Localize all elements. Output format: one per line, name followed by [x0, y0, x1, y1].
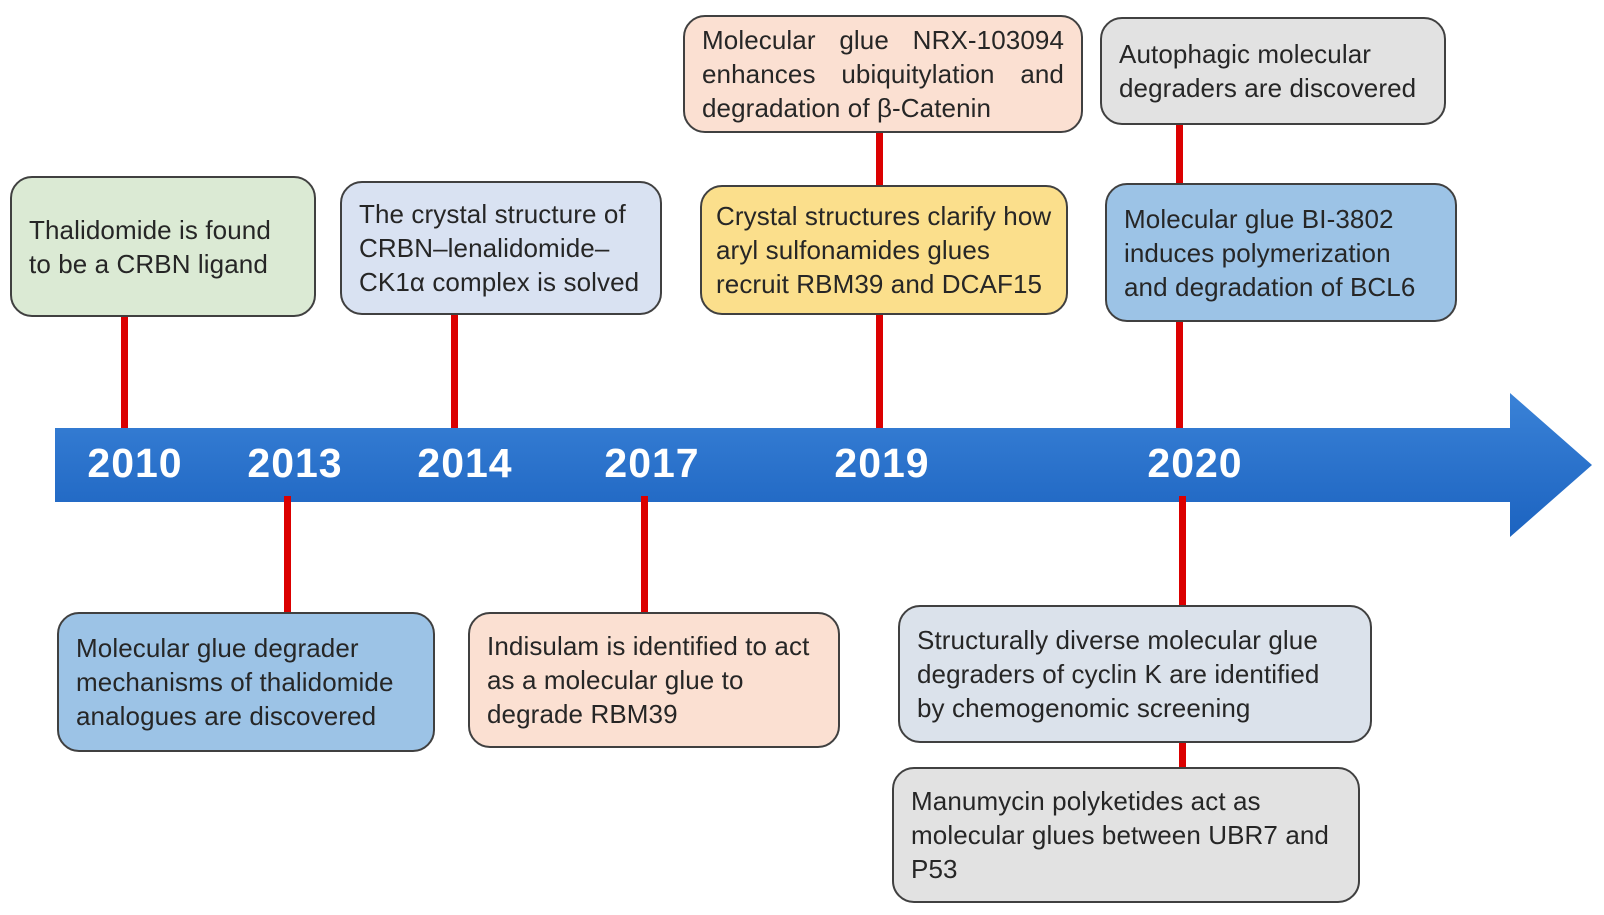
- event-box-aryl-sulfonamides-rbm39-dcaf15: Crystal structures clarify how aryl sulf…: [700, 185, 1068, 315]
- year-label-2017: 2017: [604, 440, 700, 486]
- event-text: Indisulam is identified to act as a mole…: [487, 631, 810, 729]
- event-box-bi-3802-bcl6: Molecular glue BI-3802 induces polymeriz…: [1105, 183, 1457, 322]
- event-text: Manumycin polyketides act as molecular g…: [911, 786, 1329, 884]
- connector-2019-upper: [876, 130, 883, 187]
- event-text: Autophagic molecular degraders are disco…: [1119, 39, 1417, 103]
- event-box-autophagic-degraders: Autophagic molecular degraders are disco…: [1100, 17, 1446, 125]
- connector-2013: [284, 496, 291, 613]
- event-box-indisulam-rbm39: Indisulam is identified to act as a mole…: [468, 612, 840, 748]
- year-label-2010: 2010: [87, 440, 183, 486]
- event-box-thalidomide-crbn-ligand: Thalidomide is found to be a CRBN ligand: [10, 176, 316, 317]
- year-label-2013: 2013: [247, 440, 343, 486]
- event-text: Molecular glue degrader mechanisms of th…: [76, 633, 394, 731]
- event-text: The crystal structure of CRBN–lenalidomi…: [359, 199, 640, 297]
- event-text: Structurally diverse molecular glue degr…: [917, 625, 1320, 723]
- connector-2019-lower: [876, 315, 883, 428]
- event-box-crbn-lenalidomide-ck1a-structure: The crystal structure of CRBN–lenalidomi…: [340, 181, 662, 315]
- year-label-2014: 2014: [417, 440, 513, 486]
- connector-2020-below: [1179, 496, 1186, 606]
- timeline-arrow: [55, 393, 1592, 537]
- event-box-thalidomide-analogue-mechanisms: Molecular glue degrader mechanisms of th…: [57, 612, 435, 752]
- event-text: Molecular glue NRX-103094 enhances ubiqu…: [702, 25, 1064, 123]
- event-text: Molecular glue BI-3802 induces polymeriz…: [1124, 203, 1416, 302]
- year-label-2019: 2019: [834, 440, 930, 486]
- connector-2020-upper: [1176, 123, 1183, 185]
- event-box-cyclin-k-chemogenomic-screening: Structurally diverse molecular glue degr…: [898, 605, 1372, 743]
- connector-2014: [451, 315, 458, 428]
- connector-2010: [121, 317, 128, 428]
- connector-2020-below-outer: [1179, 742, 1186, 768]
- event-text: Thalidomide is found to be a CRBN ligand: [29, 214, 271, 279]
- event-box-manumycin-ubr7-p53: Manumycin polyketides act as molecular g…: [892, 767, 1360, 903]
- connector-2017: [641, 496, 648, 613]
- event-text: Crystal structures clarify how aryl sulf…: [716, 201, 1052, 299]
- event-box-nrx-103094-beta-catenin: Molecular glue NRX-103094 enhances ubiqu…: [683, 15, 1083, 133]
- year-label-2020: 2020: [1147, 440, 1243, 486]
- connector-2020-lower: [1176, 321, 1183, 428]
